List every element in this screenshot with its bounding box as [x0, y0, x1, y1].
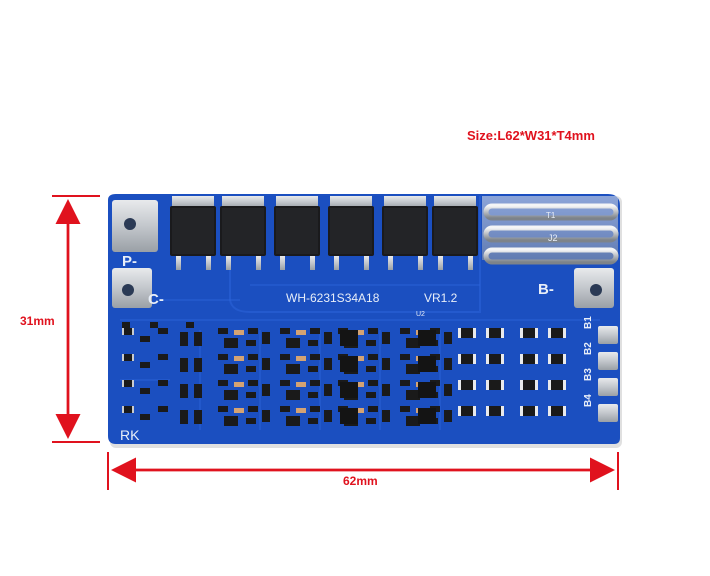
size-annotation: Size:L62*W31*T4mm: [467, 128, 595, 143]
height-dimension-label: 31mm: [20, 314, 55, 328]
mosfet-5: [382, 196, 428, 270]
shunt-j2-label: J2: [548, 233, 558, 243]
board-version-label: VR1.2: [424, 291, 458, 305]
cell-pad-b4: B4: [574, 394, 618, 424]
cell-label-b1: B1: [583, 316, 594, 329]
width-dimension: [107, 452, 619, 490]
pad-b-minus: [574, 268, 614, 308]
cell-pad-b3: B3: [574, 368, 618, 398]
mosfet-row: [170, 196, 478, 270]
cell-label-b3: B3: [583, 368, 594, 381]
smd-components: [122, 322, 566, 426]
cell-label-b4: B4: [583, 394, 594, 407]
shunt-resistors: [482, 196, 619, 265]
rk-label: RK: [120, 427, 140, 443]
pad-c-minus: [112, 268, 152, 308]
pad-p-label: P-: [122, 253, 137, 270]
pad-b-label: B-: [538, 281, 554, 298]
mosfet-3: [274, 196, 320, 270]
mosfet-6: [432, 196, 478, 270]
mosfet-2: [220, 196, 266, 270]
shunt-t1-label: T1: [546, 211, 556, 220]
board-model-label: WH-6231S34A18: [286, 291, 380, 305]
height-dimension: [52, 195, 100, 443]
cell-label-b2: B2: [583, 342, 594, 355]
cell-pad-b2: B2: [574, 342, 618, 372]
mosfet-1: [170, 196, 216, 270]
width-dimension-label: 62mm: [343, 474, 378, 488]
mosfet-4: [328, 196, 374, 270]
u2-label: U2: [416, 311, 425, 318]
pad-p-minus: [112, 200, 158, 252]
pad-c-label: C-: [148, 291, 164, 308]
cell-pad-b1: B1: [574, 316, 618, 346]
